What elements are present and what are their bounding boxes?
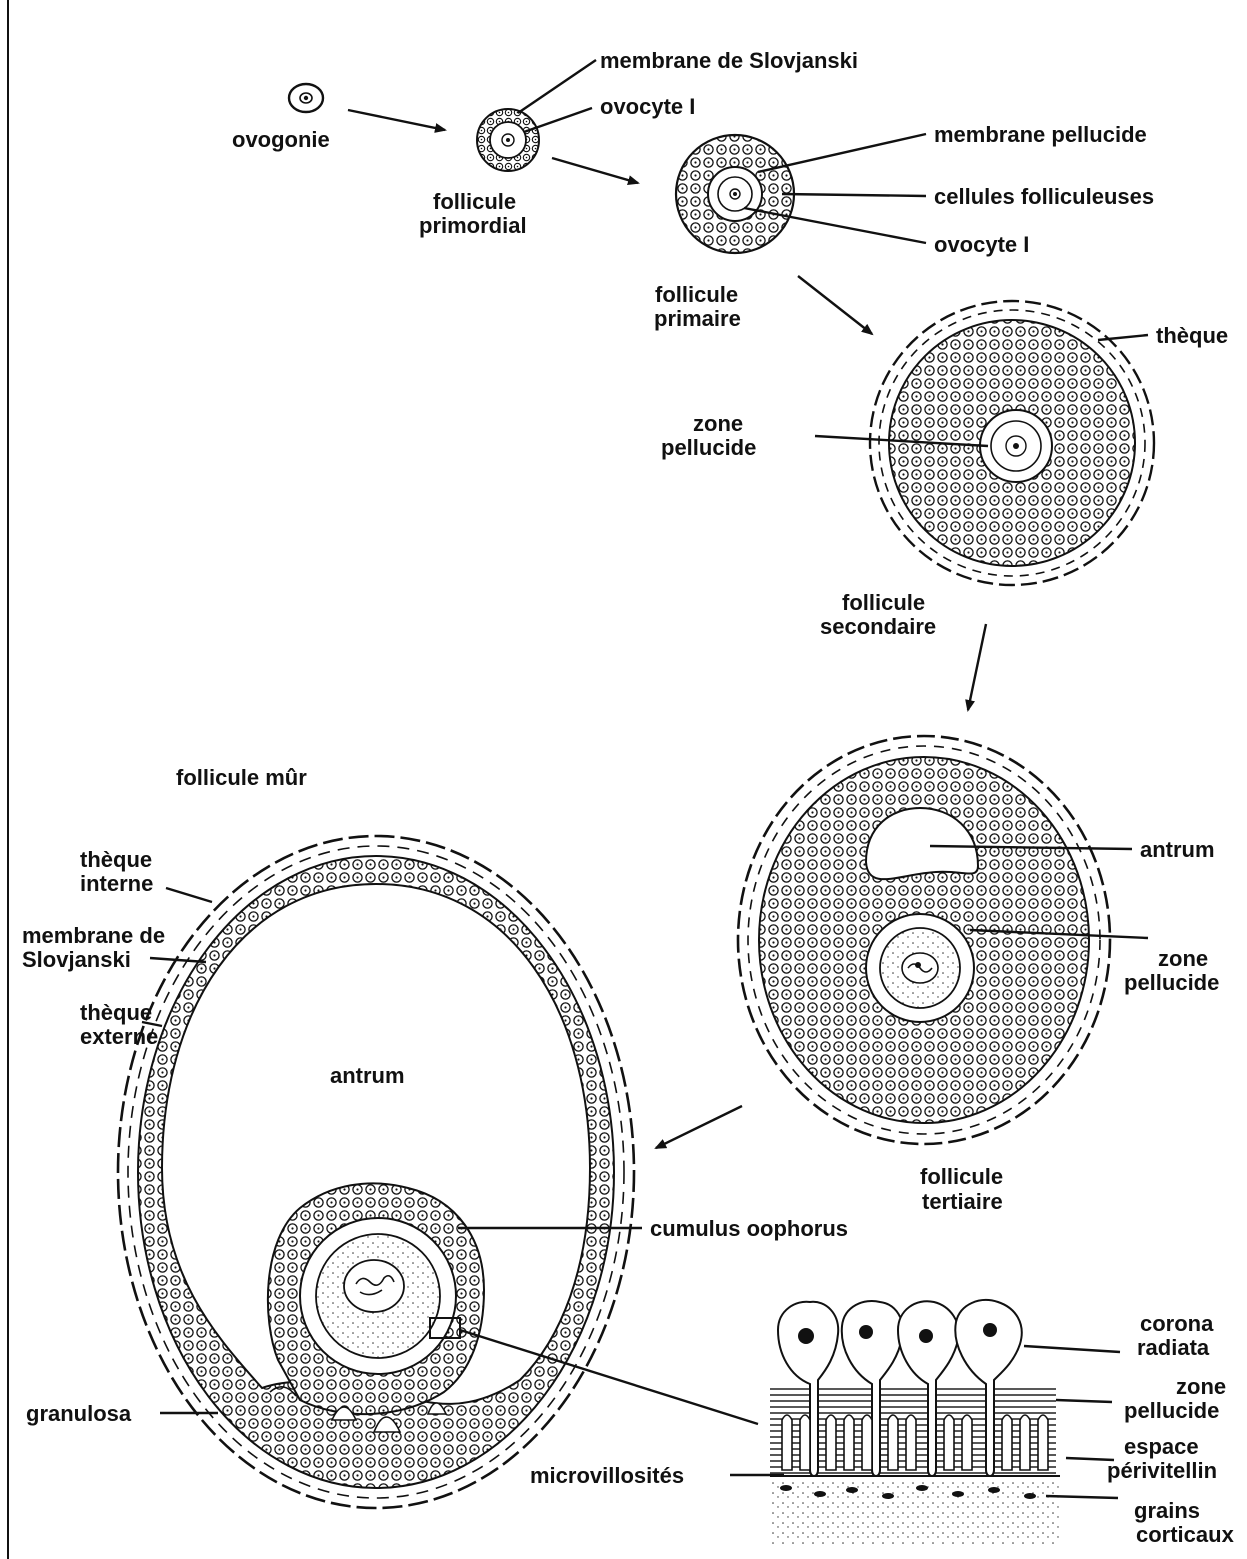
- label-espace-2: périvitellin: [1107, 1458, 1217, 1483]
- label-follicule-tertiaire-2: tertiaire: [922, 1189, 1003, 1214]
- label-theque-externe-1: thèque: [80, 1000, 152, 1025]
- leader-ovocyte-top: [524, 108, 592, 132]
- label-membrane-slovjanski-2: Slovjanski: [22, 947, 131, 972]
- ovogonie-cell: [289, 84, 323, 112]
- label-zone-pellucide-ter-1: zone: [1158, 946, 1208, 971]
- label-microvillosites: microvillosités: [530, 1463, 684, 1488]
- label-follicule-tertiaire-1: follicule: [920, 1164, 1003, 1189]
- leader-corona: [1024, 1346, 1120, 1352]
- label-espace-1: espace: [1124, 1434, 1199, 1459]
- arrow-primaire-to-secondaire: [798, 276, 872, 334]
- label-corona-1: corona: [1140, 1311, 1214, 1336]
- detail-inset: [770, 1300, 1060, 1546]
- label-grains-1: grains: [1134, 1498, 1200, 1523]
- label-membrane-pellucide: membrane pellucide: [934, 122, 1147, 147]
- primordial-follicle: [477, 109, 539, 171]
- label-zone-pellucide-sec-1: zone: [693, 411, 743, 436]
- arrow-ovogonie-to-primordial: [348, 110, 445, 130]
- label-ovocyte-top: ovocyte I: [600, 94, 695, 119]
- label-membrane-slovjanski-top: membrane de Slovjanski: [600, 48, 858, 73]
- label-cellules-folliculeuses: cellules folliculeuses: [934, 184, 1154, 209]
- leader-theque-interne: [166, 888, 212, 902]
- arrow-primordial-to-primaire: [552, 158, 638, 183]
- label-ovogonie: ovogonie: [232, 127, 330, 152]
- arrow-secondaire-to-tertiaire: [968, 624, 986, 710]
- label-follicule-secondaire-1: follicule: [842, 590, 925, 615]
- label-follicule-secondaire-2: secondaire: [820, 614, 936, 639]
- leader-cellules-folliculeuses: [782, 194, 926, 196]
- label-theque-interne-1: thèque: [80, 847, 152, 872]
- label-antrum-mur: antrum: [330, 1063, 405, 1088]
- label-membrane-slovjanski-1: membrane de: [22, 923, 165, 948]
- leader-membrane-pellucide: [758, 134, 926, 172]
- label-grains-2: corticaux: [1136, 1522, 1235, 1547]
- leader-zone-pellucide-det: [1056, 1400, 1112, 1402]
- leader-membrane-slovjanski-top: [518, 60, 596, 113]
- label-cumulus: cumulus oophorus: [650, 1216, 848, 1241]
- arrow-tertiaire-to-mur: [656, 1106, 742, 1148]
- label-zone-pellucide-sec-2: pellucide: [661, 435, 756, 460]
- label-theque-externe-2: externe: [80, 1024, 158, 1049]
- label-follicule-primordial-1: follicule: [433, 189, 516, 214]
- label-follicule-mur: follicule mûr: [176, 765, 307, 790]
- primary-follicle: [676, 135, 794, 253]
- label-theque-interne-2: interne: [80, 871, 153, 896]
- label-zone-pellucide-det-1: zone: [1176, 1374, 1226, 1399]
- label-granulosa: granulosa: [26, 1401, 132, 1426]
- label-zone-pellucide-det-2: pellucide: [1124, 1398, 1219, 1423]
- tertiary-follicle: [738, 736, 1110, 1144]
- label-antrum-ter: antrum: [1140, 837, 1215, 862]
- label-corona-2: radiata: [1137, 1335, 1210, 1360]
- label-follicule-primaire-1: follicule: [655, 282, 738, 307]
- label-follicule-primordial-2: primordial: [419, 213, 527, 238]
- label-theque: thèque: [1156, 323, 1228, 348]
- label-zone-pellucide-ter-2: pellucide: [1124, 970, 1219, 995]
- label-follicule-primaire-2: primaire: [654, 306, 741, 331]
- label-ovocyte-primaire: ovocyte I: [934, 232, 1029, 257]
- secondary-follicle: [870, 301, 1154, 585]
- mature-follicle: [118, 836, 634, 1508]
